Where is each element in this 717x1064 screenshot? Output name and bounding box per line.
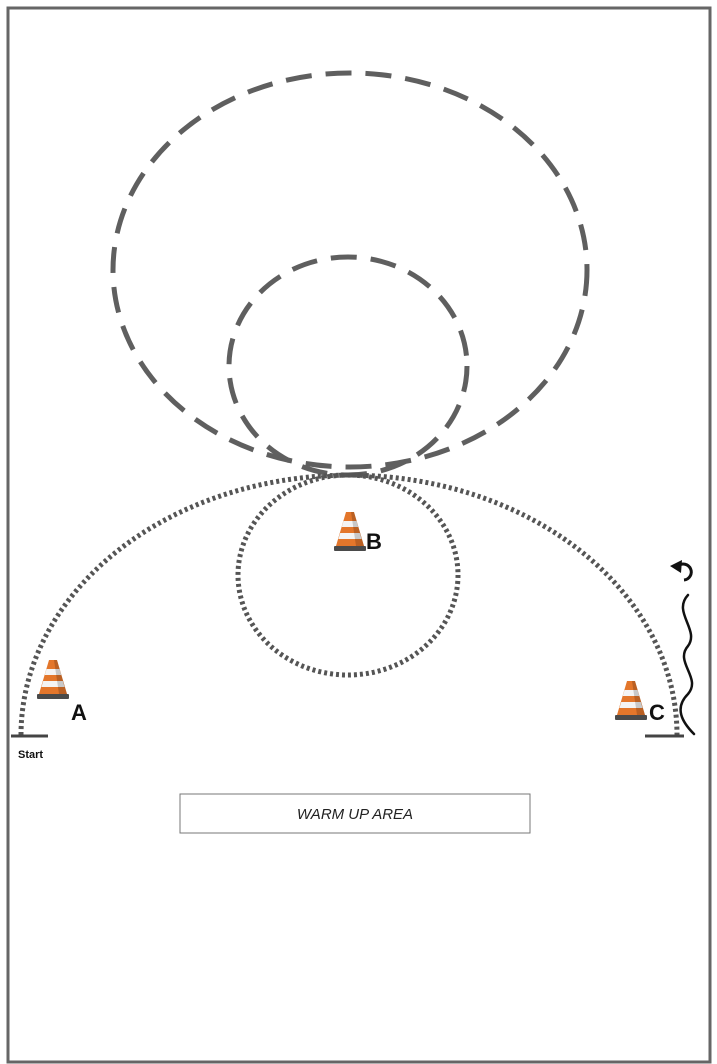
warm-up-area-box	[179, 793, 531, 834]
dotted-circle-around-b	[235, 472, 461, 678]
warm-up-area: WARM UP AREA	[179, 793, 531, 834]
start-label: Start	[18, 749, 43, 761]
warm-up-area-label: WARM UP AREA	[297, 806, 413, 823]
field-border	[6, 6, 712, 1064]
dotted-arc-path	[18, 472, 680, 736]
cone-c-label: C	[649, 700, 665, 725]
cone-c: C	[615, 681, 665, 725]
cone-a: A	[37, 660, 87, 725]
traffic-cone-icon	[334, 512, 366, 551]
traffic-cone-icon	[615, 681, 647, 720]
cone-b-label: B	[366, 529, 382, 554]
cone-b: B	[334, 512, 382, 554]
large-dashed-loop	[110, 70, 590, 470]
cone-a-label: A	[71, 700, 87, 725]
rotation-arrow-icon	[670, 560, 693, 582]
traffic-cone-icon	[37, 660, 69, 699]
wavy-run-line	[679, 593, 696, 736]
small-dashed-loop	[226, 254, 470, 478]
